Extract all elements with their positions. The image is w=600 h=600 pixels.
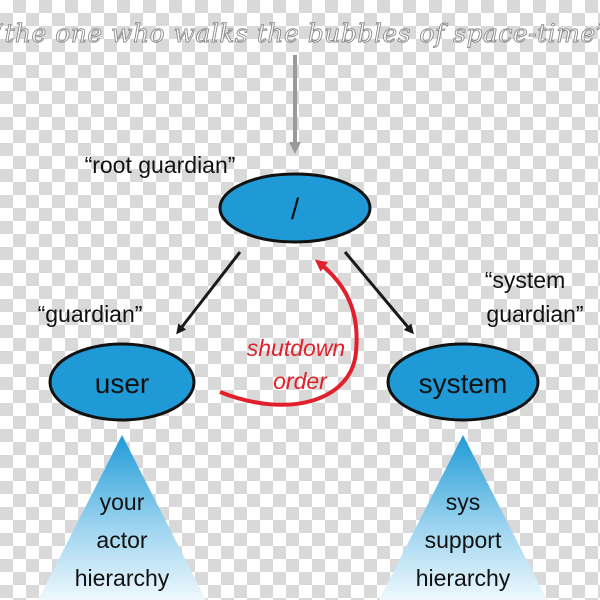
user-node-label: user [95, 368, 149, 399]
arrow-root-to-system [343, 251, 414, 335]
system-caption-line2: guardian” [486, 301, 583, 327]
system-node [386, 342, 540, 422]
user-triangle-line1: your [100, 489, 145, 515]
arrow-root-to-user [176, 251, 242, 335]
user-triangle-line2: actor [96, 527, 147, 553]
user-triangle-line3: hierarchy [75, 565, 170, 591]
system-triangle-line2: support [425, 527, 502, 553]
system-caption-line1: “system [485, 267, 566, 293]
system-node-label: system [419, 368, 508, 399]
system-triangle-line3: hierarchy [416, 565, 511, 591]
shutdown-order-arrow [219, 259, 359, 407]
root-node [218, 172, 372, 244]
user-hierarchy-triangle [38, 435, 206, 600]
shutdown-label: shutdown [247, 335, 345, 361]
user-node [48, 342, 196, 422]
order-label: order [273, 368, 328, 394]
system-hierarchy-triangle [379, 435, 547, 600]
system-triangle-line1: sys [446, 489, 481, 515]
root-node-label: / [291, 193, 300, 226]
header-text: “the one who walks the bubbles of space-… [0, 19, 600, 48]
root-caption: “root guardian” [85, 152, 236, 178]
user-caption: “guardian” [38, 301, 143, 327]
